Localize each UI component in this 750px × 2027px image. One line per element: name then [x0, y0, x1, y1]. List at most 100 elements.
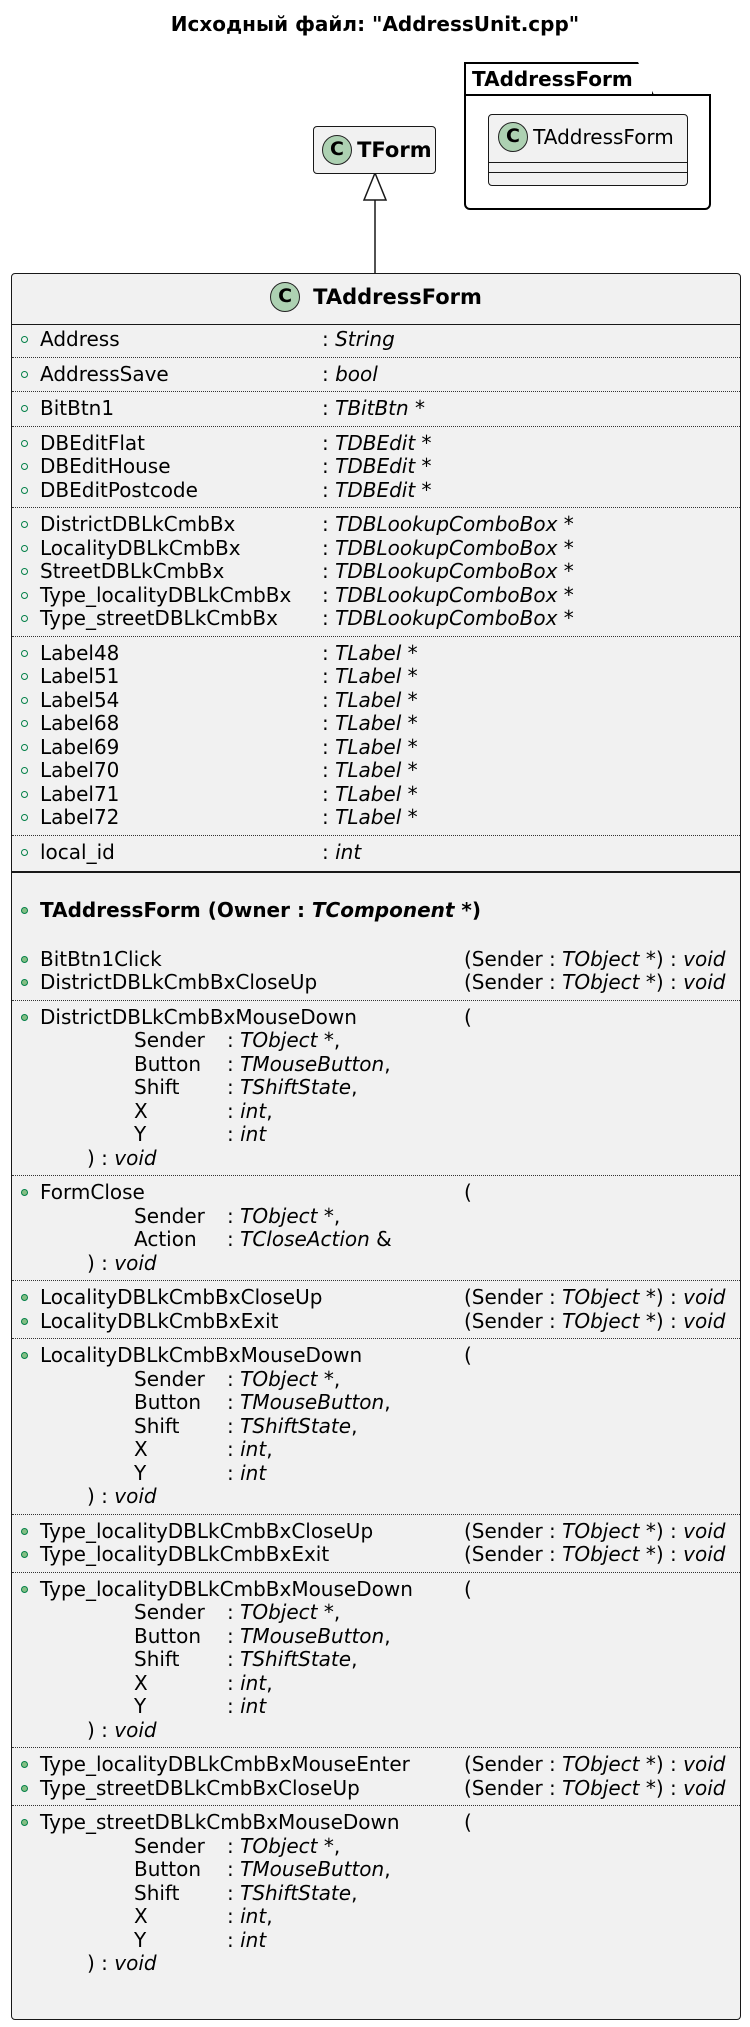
sig-type: TObject	[562, 1752, 640, 1776]
method-group: LocalityDBLkCmbBxMouseDown(Sender: TObje…	[12, 1341, 740, 1512]
sig-close: ) : void	[87, 1717, 157, 1742]
param-suffix: ,	[351, 1880, 358, 1905]
method-name: Type_streetDBLkCmbBxCloseUp	[40, 1775, 360, 1800]
tform-class[interactable]: C TForm	[313, 126, 436, 174]
field-row: DBEditHouse: TDBEdit *	[12, 454, 740, 479]
spacer	[12, 923, 740, 945]
param-type: int	[240, 1460, 267, 1485]
field-name: Address	[40, 327, 120, 351]
field-type-wrap: : TLabel *	[322, 711, 418, 735]
public-visibility-icon	[21, 1189, 28, 1196]
field-type-wrap: : TDBLookupComboBox *	[322, 559, 574, 583]
field-name: Label48	[40, 640, 120, 665]
return-type: void	[114, 1145, 157, 1170]
param-name: Button	[134, 1051, 201, 1076]
close-row: ) : void	[12, 1484, 740, 1509]
field-name: LocalityDBLkCmbBx	[40, 535, 241, 560]
field-name: BitBtn1	[40, 396, 115, 420]
param-row: Y: int	[12, 1122, 740, 1147]
field-name: Label68	[40, 711, 120, 735]
field-type-wrap: : TLabel *	[322, 664, 418, 688]
param-name: Sender	[134, 1600, 205, 1624]
param-suffix: ,	[351, 1413, 358, 1438]
public-visibility-icon	[21, 743, 28, 751]
package-class-name: TAddressForm	[533, 125, 674, 149]
package-class[interactable]: C TAddressForm	[488, 114, 688, 186]
field-group: Address: String	[12, 325, 740, 355]
method-signature: (Sender : TObject *) : void	[464, 1752, 725, 1777]
method-row: LocalityDBLkCmbBxCloseUp(Sender : TObjec…	[12, 1285, 740, 1310]
method-row: LocalityDBLkCmbBxExit(Sender : TObject *…	[12, 1308, 740, 1334]
method-name: DistrictDBLkCmbBxMouseDown	[40, 1004, 357, 1029]
sig-open: (Sender :	[464, 1308, 563, 1333]
param-name: Y	[134, 1122, 147, 1146]
field-type-wrap: : TBitBtn *	[322, 396, 426, 420]
method-group: Type_localityDBLkCmbBxMouseDown(Sender: …	[12, 1575, 740, 1746]
method-name: Type_localityDBLkCmbBxExit	[40, 1542, 330, 1566]
public-visibility-icon	[21, 405, 28, 412]
field-type-wrap: : int	[322, 839, 362, 864]
field-name: DBEditFlat	[40, 430, 146, 455]
public-visibility-icon	[21, 767, 28, 774]
method-row: LocalityDBLkCmbBxMouseDown(	[12, 1343, 740, 1368]
field-row: Label69: TLabel *	[12, 734, 740, 760]
field-row: Type_localityDBLkCmbBx: TDBLookupComboBo…	[12, 583, 740, 608]
sig-open: (	[464, 1576, 472, 1601]
return-type: void	[114, 1951, 157, 1975]
param-name: Button	[134, 1857, 201, 1881]
param-type-wrap: : TObject *,	[227, 1203, 341, 1228]
return-type: void	[683, 1285, 726, 1309]
field-group: DBEditFlat: TDBEdit *DBEditHouse: TDBEdi…	[12, 429, 740, 506]
sig-type: TObject	[562, 1775, 640, 1800]
public-visibility-icon	[21, 1585, 28, 1593]
method-row: DistrictDBLkCmbBxCloseUp(Sender : TObjec…	[12, 970, 740, 995]
param-type-wrap: : TShiftState,	[227, 1413, 358, 1438]
constructor-open: (Owner :	[200, 898, 312, 922]
method-row: Type_localityDBLkCmbBxCloseUp(Sender : T…	[12, 1518, 740, 1544]
field-name: AddressSave	[40, 361, 169, 386]
field-type: TDBLookupComboBox *	[335, 606, 574, 630]
field-type: TLabel *	[335, 781, 418, 806]
field-type: TLabel *	[335, 734, 418, 759]
sig-open: (Sender :	[464, 1285, 563, 1309]
sig-close: *) :	[639, 1308, 684, 1333]
param-name: Action	[134, 1227, 197, 1251]
field-type-wrap: : TLabel *	[322, 805, 418, 829]
sig-open: (	[464, 1180, 472, 1204]
method-signature: (Sender : TObject *) : void	[464, 1775, 725, 1801]
return-type: void	[683, 1308, 726, 1333]
param-type: TShiftState	[240, 1880, 352, 1905]
param-type-wrap: : TShiftState,	[227, 1075, 358, 1099]
field-group: Label48: TLabel *Label51: TLabel *Label5…	[12, 639, 740, 833]
field-type: TDBEdit *	[335, 477, 432, 502]
field-group: BitBtn1 : TBitBtn *	[12, 394, 740, 424]
public-visibility-icon	[21, 1294, 28, 1301]
field-type-wrap: : TLabel *	[322, 640, 418, 665]
field-type: String	[335, 327, 395, 351]
field-type-wrap: : TLabel *	[322, 758, 418, 782]
param-type: int	[240, 1694, 267, 1718]
param-type: TShiftState	[240, 1647, 352, 1671]
param-row: Y: int	[12, 1694, 740, 1719]
method-row: Type_localityDBLkCmbBxMouseDown(	[12, 1576, 740, 1602]
sig-close: *) :	[639, 1518, 684, 1543]
param-suffix: *,	[317, 1600, 341, 1624]
field-row: Address: String	[12, 327, 740, 352]
sig-open: (	[464, 1004, 472, 1029]
method-separator	[12, 1280, 740, 1281]
method-group: Type_streetDBLkCmbBxMouseDown(Sender: TO…	[12, 1808, 740, 1979]
sig-close: *) :	[639, 1285, 684, 1309]
public-visibility-icon	[21, 521, 28, 528]
public-visibility-icon	[21, 370, 28, 378]
method-separator	[12, 1805, 740, 1806]
param-name: X	[134, 1437, 148, 1461]
method-separator	[12, 1571, 740, 1573]
field-type: TDBLookupComboBox *	[335, 512, 574, 536]
param-name: Button	[134, 1623, 201, 1648]
public-visibility-icon	[21, 979, 28, 986]
field-type: TDBLookupComboBox *	[335, 559, 574, 583]
tform-class-name: TForm	[357, 138, 432, 162]
sig-open: (	[464, 1343, 472, 1367]
param-name: X	[134, 1670, 148, 1695]
